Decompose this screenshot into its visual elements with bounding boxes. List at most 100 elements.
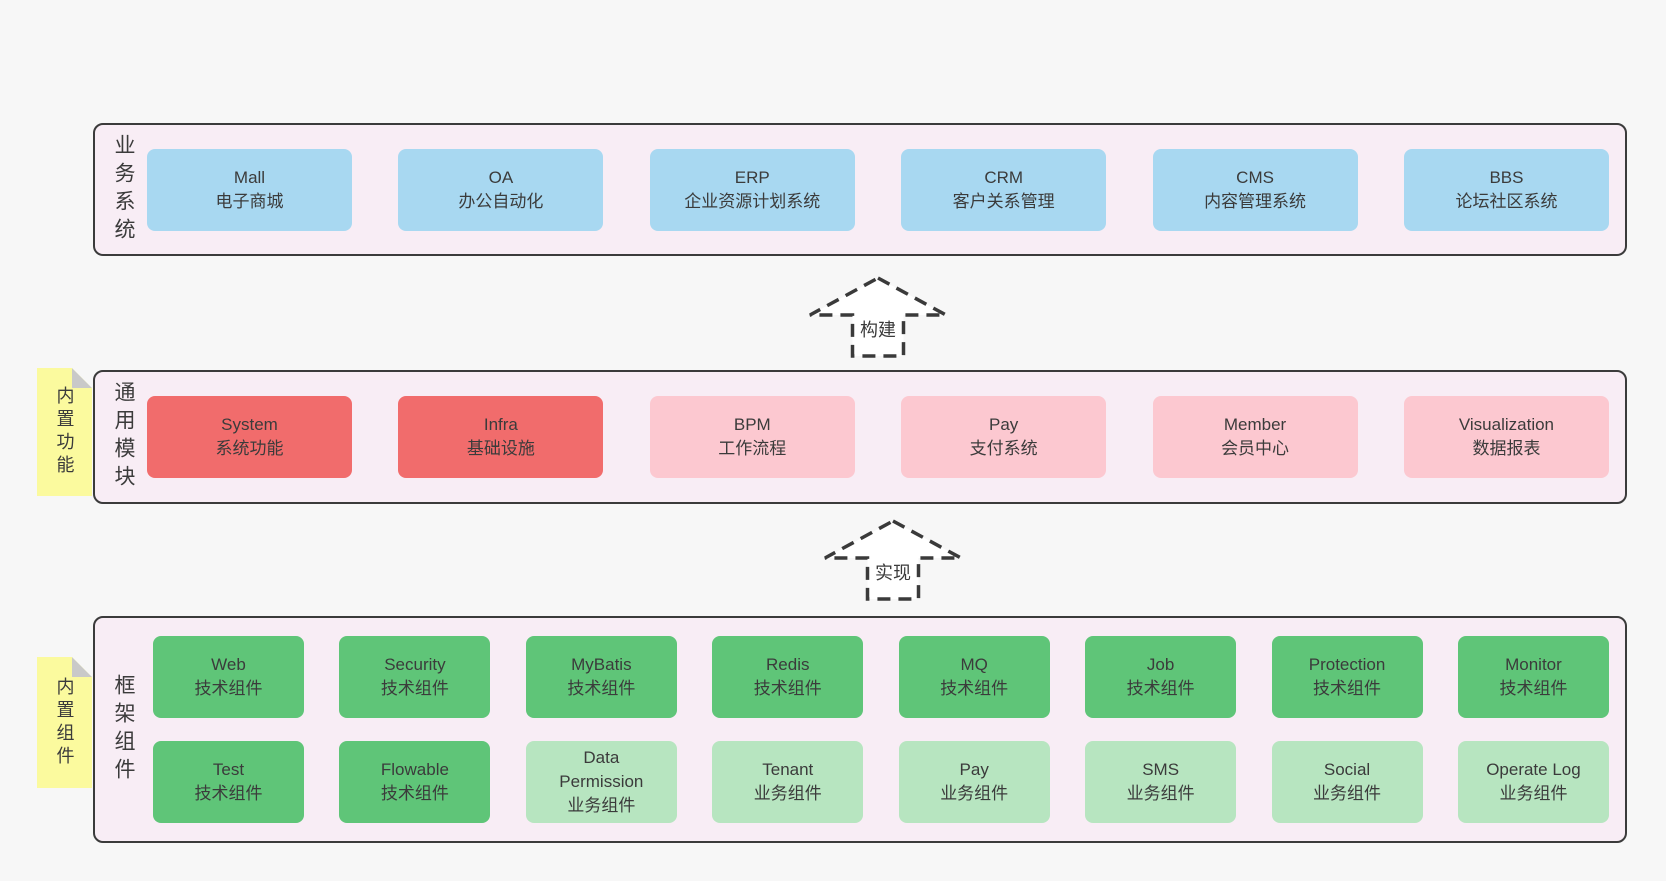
box-desc: 技术组件 — [194, 784, 263, 803]
box-desc: 业务组件 — [753, 784, 822, 803]
box-name: Visualization — [1458, 415, 1555, 434]
common-modules-row: System 系统功能 Infra 基础设施 BPM 工作流程 Pay 支付系统… — [141, 396, 1625, 478]
component-box-operate-log: Operate Log 业务组件 — [1457, 741, 1609, 823]
component-box-flowable: Flowable 技术组件 — [339, 741, 491, 823]
system-box-crm: CRM 客户关系管理 — [901, 148, 1107, 231]
box-desc: 业务组件 — [1499, 784, 1568, 803]
system-box-mall: Mall 电子商城 — [147, 148, 352, 231]
box-name: SMS — [1142, 760, 1180, 779]
box-name: Pay — [959, 760, 989, 779]
box-name: Data Permission — [559, 748, 644, 791]
component-box-mq: MQ 技术组件 — [898, 636, 1050, 718]
box-name: Monitor — [1505, 655, 1562, 674]
framework-components-row-1: Web 技术组件 Security 技术组件 MyBatis 技术组件 Redi… — [153, 636, 1609, 718]
box-name: System — [221, 415, 278, 434]
box-desc: 内容管理系统 — [1204, 191, 1307, 211]
box-desc: 会员中心 — [1221, 439, 1290, 458]
box-name: Social — [1323, 760, 1371, 779]
box-desc: 业务组件 — [1313, 784, 1382, 803]
folded-corner-icon — [72, 657, 92, 677]
box-desc: 电子商城 — [215, 191, 284, 211]
band-framework-components: 框架组件 Web 技术组件 Security 技术组件 MyBatis 技术组件… — [93, 616, 1627, 843]
box-desc: 技术组件 — [1313, 679, 1382, 698]
box-name: Member — [1223, 415, 1287, 434]
system-box-erp: ERP 企业资源计划系统 — [649, 148, 855, 231]
box-desc: 论坛社区系统 — [1455, 191, 1558, 211]
box-name: Tenant — [762, 760, 814, 779]
system-box-bbs: BBS 论坛社区系统 — [1403, 148, 1609, 231]
sticky-note-built-in-features: 内置功能 — [37, 368, 92, 496]
box-desc: 客户关系管理 — [952, 191, 1055, 211]
box-desc: 基础设施 — [466, 439, 535, 458]
box-name: Operate Log — [1486, 760, 1581, 779]
box-name: MQ — [960, 655, 988, 674]
box-desc: 技术组件 — [753, 679, 822, 698]
box-name: CRM — [984, 167, 1024, 187]
box-desc: 办公自动化 — [458, 191, 544, 211]
component-box-tenant: Tenant 业务组件 — [712, 741, 864, 823]
band-common-modules: 通用模块 System 系统功能 Infra 基础设施 BPM 工作流程 Pay… — [93, 370, 1627, 504]
framework-components-row-2: Test 技术组件 Flowable 技术组件 Data Permission … — [153, 741, 1609, 823]
box-name: Mall — [233, 167, 266, 187]
business-systems-row: Mall 电子商城 OA 办公自动化 ERP 企业资源计划系统 CRM 客户关系… — [141, 148, 1625, 231]
box-desc: 业务组件 — [940, 784, 1009, 803]
box-name: Protection — [1308, 655, 1386, 674]
box-desc: 技术组件 — [567, 679, 636, 698]
box-name: Security — [384, 655, 446, 674]
component-box-data-permission: Data Permission 业务组件 — [525, 741, 677, 823]
band-business-systems: 业务系统 Mall 电子商城 OA 办公自动化 ERP 企业资源计划系统 CRM… — [93, 123, 1627, 256]
box-name: MyBatis — [571, 655, 632, 674]
box-desc: 工作流程 — [718, 439, 787, 458]
sticky-note-built-in-components: 内置组件 — [37, 657, 92, 788]
box-desc: 数据报表 — [1472, 439, 1541, 458]
folded-corner-icon — [72, 368, 92, 388]
box-desc: 技术组件 — [194, 679, 263, 698]
component-box-mybatis: MyBatis 技术组件 — [525, 636, 677, 718]
box-desc: 支付系统 — [969, 439, 1038, 458]
module-box-infra: Infra 基础设施 — [398, 396, 604, 478]
build-arrow-label: 构建 — [857, 316, 899, 342]
build-arrow: 构建 — [808, 276, 948, 358]
box-name: BBS — [1489, 167, 1524, 187]
component-box-job: Job 技术组件 — [1085, 636, 1237, 718]
module-box-visualization: Visualization 数据报表 — [1403, 396, 1609, 478]
module-box-bpm: BPM 工作流程 — [649, 396, 855, 478]
band-label-framework-components: 框架组件 — [112, 673, 135, 786]
box-desc: 技术组件 — [1499, 679, 1568, 698]
box-name: Test — [212, 760, 245, 779]
component-box-security: Security 技术组件 — [339, 636, 491, 718]
component-box-protection: Protection 技术组件 — [1271, 636, 1423, 718]
box-name: Web — [211, 655, 246, 674]
box-name: Job — [1146, 655, 1175, 674]
component-box-sms: SMS 业务组件 — [1085, 741, 1237, 823]
module-box-member: Member 会员中心 — [1152, 396, 1358, 478]
box-name: Pay — [989, 415, 1019, 434]
implement-arrow: 实现 — [823, 519, 963, 601]
box-desc: 系统功能 — [215, 439, 284, 458]
module-box-pay: Pay 支付系统 — [901, 396, 1107, 478]
box-desc: 技术组件 — [380, 679, 449, 698]
box-desc: 企业资源计划系统 — [684, 191, 821, 211]
band-label-common-modules: 通用模块 — [112, 381, 135, 493]
sticky-note-text: 内置组件 — [54, 676, 75, 769]
implement-arrow-label: 实现 — [872, 559, 914, 585]
box-desc: 业务组件 — [1126, 784, 1195, 803]
box-desc: 技术组件 — [940, 679, 1009, 698]
box-name: CMS — [1236, 167, 1274, 187]
box-name: Redis — [766, 655, 810, 674]
module-box-system: System 系统功能 — [147, 396, 352, 478]
box-name: Infra — [483, 415, 518, 434]
box-name: BPM — [733, 415, 771, 434]
sticky-note-text: 内置功能 — [54, 386, 75, 478]
box-desc: 业务组件 — [567, 796, 636, 815]
component-box-redis: Redis 技术组件 — [712, 636, 864, 718]
box-name: Flowable — [380, 760, 449, 779]
component-box-social: Social 业务组件 — [1271, 741, 1423, 823]
system-box-oa: OA 办公自动化 — [398, 148, 604, 231]
box-name: OA — [488, 167, 514, 187]
component-box-test: Test 技术组件 — [153, 741, 304, 823]
box-desc: 技术组件 — [380, 784, 449, 803]
system-box-cms: CMS 内容管理系统 — [1152, 148, 1358, 231]
band-label-business-systems: 业务系统 — [112, 133, 135, 246]
component-box-pay: Pay 业务组件 — [898, 741, 1050, 823]
